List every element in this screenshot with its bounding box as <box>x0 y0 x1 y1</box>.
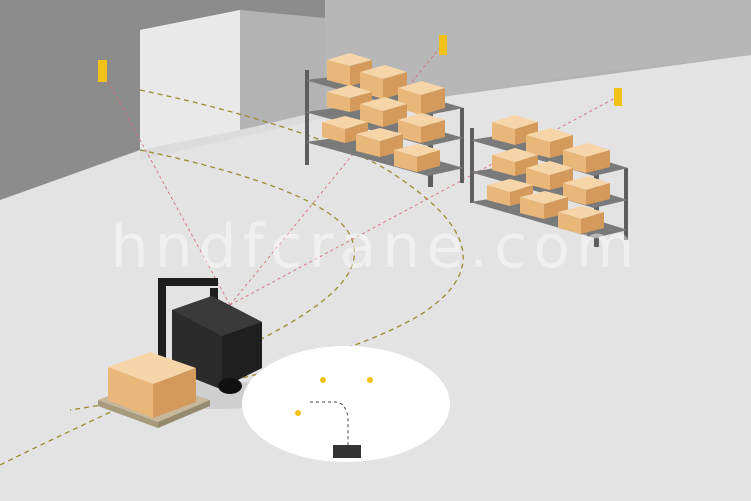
navigation-detail-inset <box>242 346 450 462</box>
beacon-icon <box>98 60 107 82</box>
box-group <box>327 85 445 143</box>
box-group <box>327 53 445 115</box>
doorway-floor <box>140 110 325 160</box>
laser-line-left <box>102 71 231 306</box>
beacon-icon <box>439 35 447 55</box>
shelf-rack-right <box>470 115 628 247</box>
beacon-icon <box>367 377 373 383</box>
path-line-2 <box>0 149 356 466</box>
box-group <box>322 116 440 172</box>
box-group <box>492 115 610 173</box>
beacon-icon <box>295 410 301 416</box>
route-line <box>310 401 349 445</box>
left-wall <box>0 0 325 200</box>
right-wall <box>325 0 751 110</box>
agv-icon <box>333 445 361 458</box>
box-group <box>487 179 604 234</box>
laser-line-middle <box>229 44 443 306</box>
box-group <box>492 148 610 205</box>
beacon-icon <box>320 377 326 383</box>
doorway <box>140 10 240 150</box>
shelf-rack-left <box>305 53 464 187</box>
beacon-icon <box>614 88 622 106</box>
